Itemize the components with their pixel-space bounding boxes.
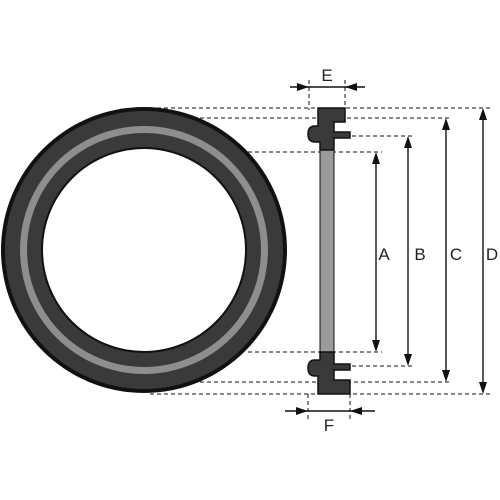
- arrow-c-top-icon: [442, 118, 450, 130]
- dimension-label-e: E: [321, 66, 332, 85]
- dimension-c: C: [442, 118, 462, 382]
- arrow-a-bottom-icon: [372, 340, 380, 352]
- ring-cross-section: [307, 107, 351, 395]
- arrow-d-top-icon: [479, 108, 487, 120]
- dimension-d: D: [479, 108, 498, 394]
- dimension-label-d: D: [486, 245, 498, 264]
- arrow-e-left-icon: [297, 83, 309, 91]
- arrow-c-bottom-icon: [442, 370, 450, 382]
- cross-section-top-lip: [307, 107, 351, 151]
- arrow-b-top-icon: [404, 136, 412, 148]
- arrow-f-right-icon: [350, 407, 362, 415]
- dimension-label-a: A: [378, 245, 390, 264]
- arrow-f-left-icon: [296, 407, 308, 415]
- dimension-e: E: [290, 66, 365, 91]
- dimension-label-c: C: [450, 245, 462, 264]
- cross-section-bottom-lip: [307, 351, 351, 395]
- ring-front-view: [1, 107, 287, 393]
- cross-section-web: [319, 147, 335, 355]
- arrow-d-bottom-icon: [479, 382, 487, 394]
- dimension-b: B: [404, 136, 426, 366]
- arrow-a-top-icon: [372, 152, 380, 164]
- dimension-label-f: F: [324, 416, 334, 435]
- arrow-b-bottom-icon: [404, 354, 412, 366]
- arrow-e-right-icon: [345, 83, 357, 91]
- dimension-f: F: [285, 407, 375, 435]
- ring-bore: [43, 149, 245, 351]
- dimension-label-b: B: [414, 245, 425, 264]
- dimension-a: A: [372, 152, 390, 352]
